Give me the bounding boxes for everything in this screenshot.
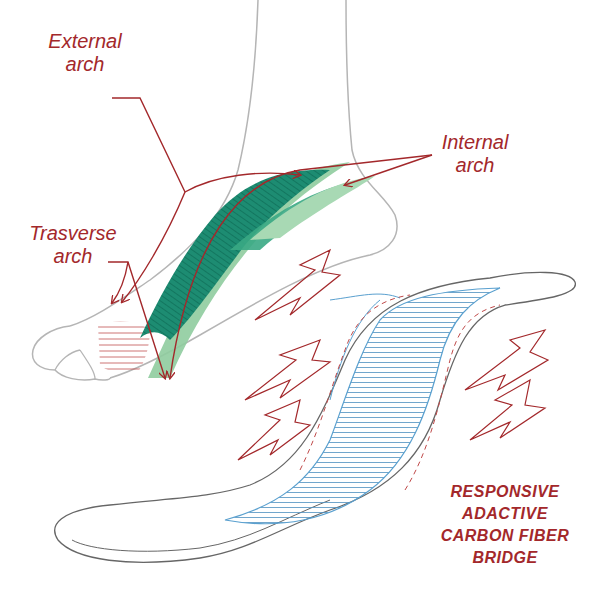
product-label: RESPONSIVE ADACTIVE CARBON FIBER BRIDGE [434, 481, 576, 569]
arch-label: Trasverse arch [18, 222, 128, 268]
arch-label: Internal arch [420, 131, 530, 177]
arch-label: External arch [30, 30, 140, 76]
